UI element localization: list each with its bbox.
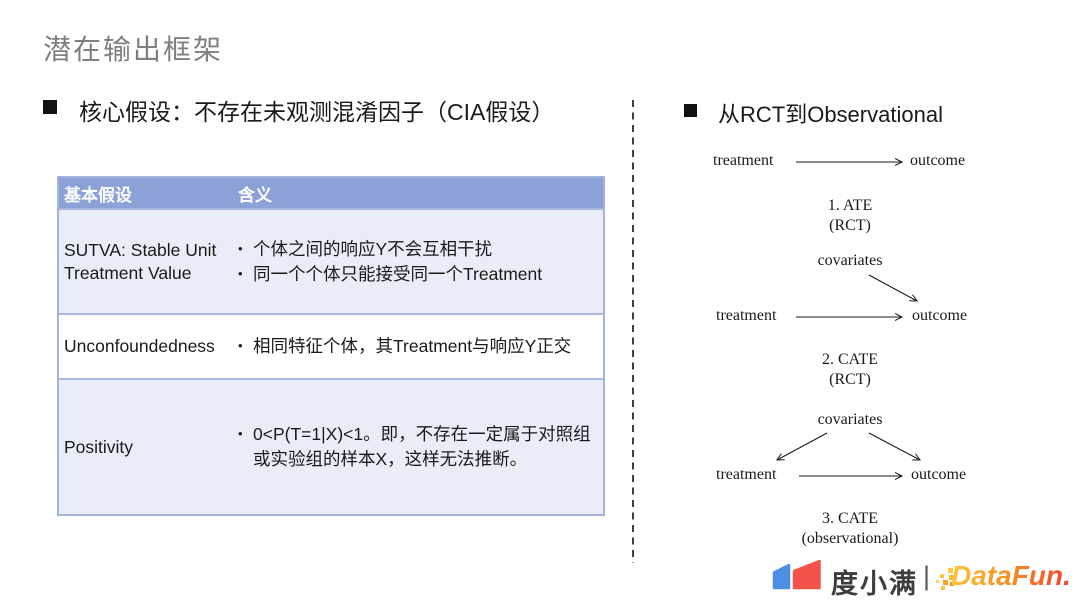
- table-header-meaning: 含义: [238, 185, 272, 205]
- dag2-treatment-node: treatment: [716, 307, 777, 324]
- bullet-square-icon: [684, 104, 697, 117]
- left-section-heading: 核心假设：不存在未观测混淆因子（CIA假设）: [43, 93, 554, 127]
- left-heading-text: 核心假设：不存在未观测混淆因子（CIA假设）: [79, 99, 555, 125]
- assumption-meaning: 0<P(T=1|X)<1。即，不存在一定属于对照组或实验组的样本X，这样无法推断…: [232, 380, 603, 514]
- table-header-assumption: 基本假设: [64, 185, 132, 205]
- table-header-row: 基本假设 含义: [59, 178, 603, 208]
- right-section-heading: 从RCT到Observational: [684, 97, 943, 129]
- duxiaoman-wordmark: 度小满: [831, 569, 918, 599]
- table-row: Unconfoundedness 相同特征个体，其Treatment与响应Y正交: [59, 313, 603, 378]
- assumption-name: SUTVA: Stable Unit Treatment Value: [64, 239, 217, 283]
- dag3-caption: 3. CATE: [822, 510, 878, 527]
- dag1-outcome-node: outcome: [910, 152, 966, 169]
- dag1-treatment-node: treatment: [713, 152, 774, 169]
- arrow-covariates-treatment-3: [777, 432, 828, 460]
- datafun-dots-icon: [936, 568, 954, 590]
- dag3-subcaption: (observational): [801, 530, 899, 547]
- meaning-bullet: 相同特征个体，其Treatment与响应Y正交: [238, 334, 593, 359]
- table-row: SUTVA: Stable Unit Treatment Value 个体之间的…: [59, 208, 603, 313]
- page-title: 潜在输出框架: [43, 34, 224, 65]
- dag2-caption: 2. CATE: [822, 351, 878, 368]
- meaning-bullet: 个体之间的响应Y不会互相干扰: [238, 237, 593, 262]
- assumption-meaning: 相同特征个体，其Treatment与响应Y正交: [232, 315, 603, 378]
- datafun-wordmark: DataFun.: [951, 560, 1071, 591]
- meaning-bullet: 同一个个体只能接受同一个Treatment: [238, 262, 593, 287]
- arrow-covariates-outcome-3: [868, 432, 920, 460]
- dag1-subcaption: (RCT): [829, 217, 871, 234]
- dag2-covariates-node: covariates: [817, 252, 883, 269]
- assumptions-table: 基本假设 含义 SUTVA: Stable Unit Treatment Val…: [57, 176, 605, 516]
- right-heading-text: 从RCT到Observational: [718, 102, 943, 127]
- brand-separator: |: [923, 561, 931, 591]
- dag1-caption: 1. ATE: [827, 197, 873, 214]
- assumption-name: Unconfoundedness: [64, 336, 215, 357]
- dag3-covariates-node: covariates: [817, 411, 883, 428]
- duxiaoman-logo-icon: [772, 559, 821, 590]
- dag2-outcome-node: outcome: [912, 307, 968, 324]
- assumption-meaning: 个体之间的响应Y不会互相干扰 同一个个体只能接受同一个Treatment: [232, 210, 603, 313]
- bullet-square-icon: [43, 100, 57, 114]
- assumption-name: Positivity: [64, 436, 134, 457]
- dag3-treatment-node: treatment: [716, 466, 777, 483]
- table-row: Positivity 0<P(T=1|X)<1。即，不存在一定属于对照组或实验组…: [59, 378, 603, 514]
- dag3-outcome-node: outcome: [911, 466, 967, 483]
- arrow-covariates-outcome-2: [868, 274, 917, 301]
- dag2-subcaption: (RCT): [829, 371, 871, 388]
- meaning-bullet: 0<P(T=1|X)<1。即，不存在一定属于对照组或实验组的样本X，这样无法推断…: [238, 422, 593, 472]
